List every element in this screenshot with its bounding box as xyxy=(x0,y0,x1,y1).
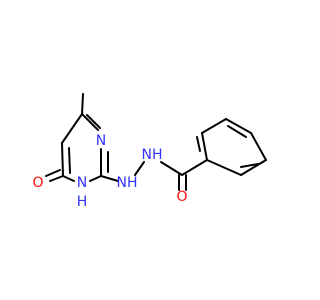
atom-label-nh-2: NH xyxy=(142,147,163,163)
atom-labels: N N H O NH NH O xyxy=(32,133,187,210)
atom-label-ring-n-top: N xyxy=(96,133,106,149)
bond-c4-n3 xyxy=(81,113,99,131)
bond-methyl xyxy=(81,93,84,115)
bond-c6-o xyxy=(49,175,64,182)
bond-ph-3 xyxy=(225,118,252,134)
bond-nh-nh xyxy=(134,161,145,176)
atom-label-ring-n-bottom: N xyxy=(77,175,87,191)
bond-ph-2 xyxy=(201,118,227,134)
bond-c5-c6 xyxy=(61,142,64,177)
bond-ph-6 xyxy=(206,159,242,176)
molecule-structure: N N H O NH NH O xyxy=(32,93,267,210)
bond-co-phenyl xyxy=(181,159,208,176)
bond-c6-o-double xyxy=(45,169,61,177)
bonds xyxy=(45,93,267,191)
bond-c6-n1 xyxy=(62,175,75,182)
molecule-canvas: N N H O NH NH O xyxy=(32,93,267,210)
bond-n1-c2 xyxy=(89,175,102,182)
bond-ph-5 xyxy=(240,159,267,176)
bond-c4-c5 xyxy=(61,113,83,144)
bond-ph-5-double xyxy=(240,163,259,168)
bond-c4-n3-double xyxy=(86,114,101,129)
bond-ph-1-double xyxy=(196,136,201,152)
bond-c5-c6-double xyxy=(68,147,71,174)
atom-label-ring-h: H xyxy=(77,194,88,210)
atom-label-nh-1: NH xyxy=(117,175,138,191)
bond-ph-3-double xyxy=(227,125,247,138)
bond-ph-1 xyxy=(201,132,208,161)
bond-c2-nh xyxy=(100,175,119,182)
atom-label-ring-o: O xyxy=(32,175,43,191)
atom-label-carbonyl-o: O xyxy=(176,189,187,205)
bond-ph-4 xyxy=(250,132,267,161)
bond-nh-co xyxy=(160,161,183,176)
